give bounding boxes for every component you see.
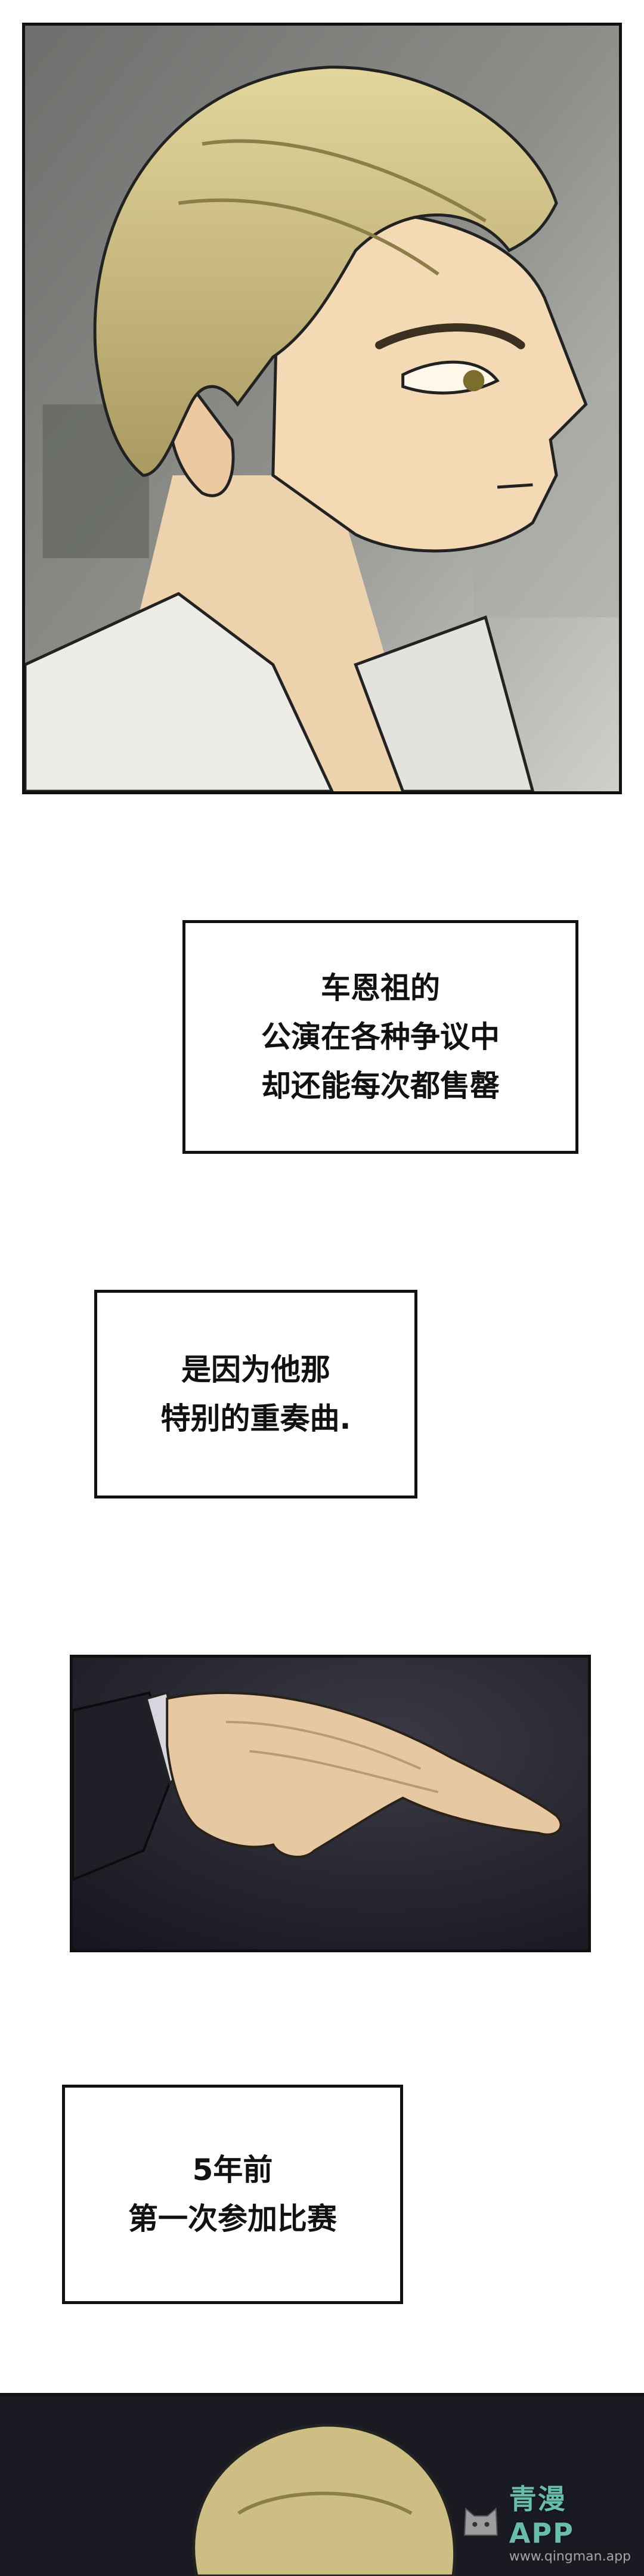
panel-bottom: 青漫APP www.qingman.app	[0, 2393, 644, 2576]
caption-2-line-1: 是因为他那	[181, 1352, 330, 1387]
caption-box-1: 车恩祖的 公演在各种争议中 却还能每次都售罄	[182, 920, 578, 1154]
watermark: 青漫APP www.qingman.app	[460, 2478, 631, 2564]
panel-profile	[22, 23, 622, 794]
caption-1-line-2: 公演在各种争议中	[261, 1020, 500, 1054]
caption-3-line-1: 5年前	[192, 2153, 273, 2187]
cat-logo-icon	[464, 2507, 498, 2536]
hand-illustration	[73, 1658, 588, 1949]
watermark-title: 青漫APP	[509, 2483, 574, 2549]
caption-3-line-2: 第一次参加比赛	[128, 2202, 337, 2236]
caption-box-2: 是因为他那 特别的重奏曲.	[94, 1290, 417, 1498]
caption-1-line-3: 却还能每次都售罄	[261, 1069, 500, 1103]
caption-2-line-2: 特别的重奏曲.	[160, 1401, 351, 1436]
panel-hand	[70, 1655, 591, 1952]
caption-box-3: 5年前 第一次参加比赛	[62, 2085, 403, 2304]
bottom-illustration	[0, 2396, 644, 2576]
profile-illustration	[25, 26, 619, 791]
watermark-url: www.qingman.app	[509, 2549, 631, 2564]
caption-1-line-1: 车恩祖的	[321, 971, 440, 1005]
